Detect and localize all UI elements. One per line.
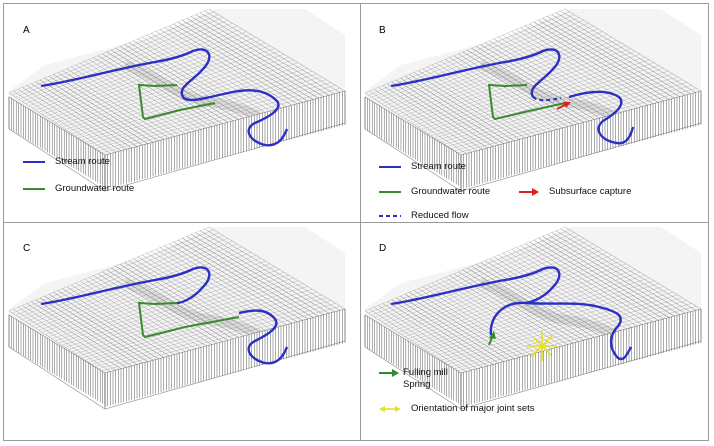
stream-route-lower <box>568 90 635 145</box>
subsurface-capture-arrow <box>556 102 571 110</box>
stream-route-upper <box>40 266 211 306</box>
legend-swatch-spring-arrow <box>379 369 399 377</box>
reduced-flow-route <box>532 96 562 102</box>
legend-swatch-groundwater <box>379 190 401 193</box>
legend-label: Fulling mill Spring <box>403 367 448 391</box>
panel-divider-horizontal <box>4 222 708 223</box>
legend-item-groundwater: Groundwater route <box>379 186 490 197</box>
legend-label: Groundwater route <box>55 183 135 194</box>
panel-a: A Stream route Groundwater route <box>5 5 359 221</box>
legend-item-joints: Orientation of major joint sets <box>379 403 535 414</box>
legend-label: Subsurface capture <box>549 186 632 197</box>
legend-item-stream: Stream route <box>379 161 466 172</box>
panel-label: C <box>23 243 31 254</box>
terrain-scene <box>364 226 702 410</box>
legend-swatch-capture-arrow <box>519 187 539 196</box>
groundwater-route <box>487 83 566 121</box>
stream-route-lower <box>489 301 633 361</box>
legend-item-spring: Fulling mill Spring <box>379 367 448 391</box>
legend-item-groundwater: Groundwater route <box>23 183 134 194</box>
legend: Stream route Groundwater route Reduced f… <box>361 5 707 221</box>
panel-label: B <box>379 25 386 36</box>
joint-sets-cross <box>527 331 557 361</box>
fulling-mill-spring-arrow <box>488 331 496 346</box>
stream-route-upper <box>390 266 561 306</box>
legend-label-line: Spring <box>403 379 431 390</box>
legend-swatch-stream <box>379 165 401 168</box>
legend-swatch-joints-arrow <box>379 405 401 412</box>
terrain-scene <box>8 226 346 410</box>
legend-label: Stream route <box>55 156 110 167</box>
terrain-block <box>364 8 702 192</box>
legend-item-stream: Stream route <box>23 156 110 167</box>
legend: Fulling mill Spring Orientation of major… <box>361 223 707 439</box>
groundwater-route <box>137 301 240 339</box>
legend-label: Reduced flow <box>411 210 469 221</box>
stream-route-lower <box>238 309 289 365</box>
legend: Stream route Groundwater route <box>5 5 359 221</box>
panel-c: C <box>5 223 359 439</box>
terrain-scene <box>364 8 702 192</box>
legend-item-capture: Subsurface capture <box>519 186 631 197</box>
legend-label: Orientation of major joint sets <box>411 403 535 414</box>
terrain-block <box>8 226 346 410</box>
legend-swatch-reduced-flow <box>379 214 401 217</box>
legend-label: Stream route <box>411 161 466 172</box>
panel-b: B Stream route Groundwater route Reduced… <box>361 5 707 221</box>
groundwater-route <box>137 83 216 121</box>
legend-swatch-groundwater <box>23 187 45 190</box>
terrain-scene <box>8 8 346 192</box>
panel-d: D Fulling mill Spring Orientation of <box>361 223 707 439</box>
panel-label: D <box>379 243 387 254</box>
stream-route-upper <box>390 48 561 98</box>
legend-label: Groundwater route <box>411 186 491 197</box>
legend-label-line: Fulling mill <box>403 367 448 378</box>
figure-frame: A Stream route Groundwater route B <box>3 3 709 441</box>
legend-item-reduced-flow: Reduced flow <box>379 210 469 221</box>
panel-label: A <box>23 25 30 36</box>
legend-swatch-stream <box>23 160 45 163</box>
stream-route <box>40 48 289 147</box>
terrain-block <box>8 8 346 192</box>
